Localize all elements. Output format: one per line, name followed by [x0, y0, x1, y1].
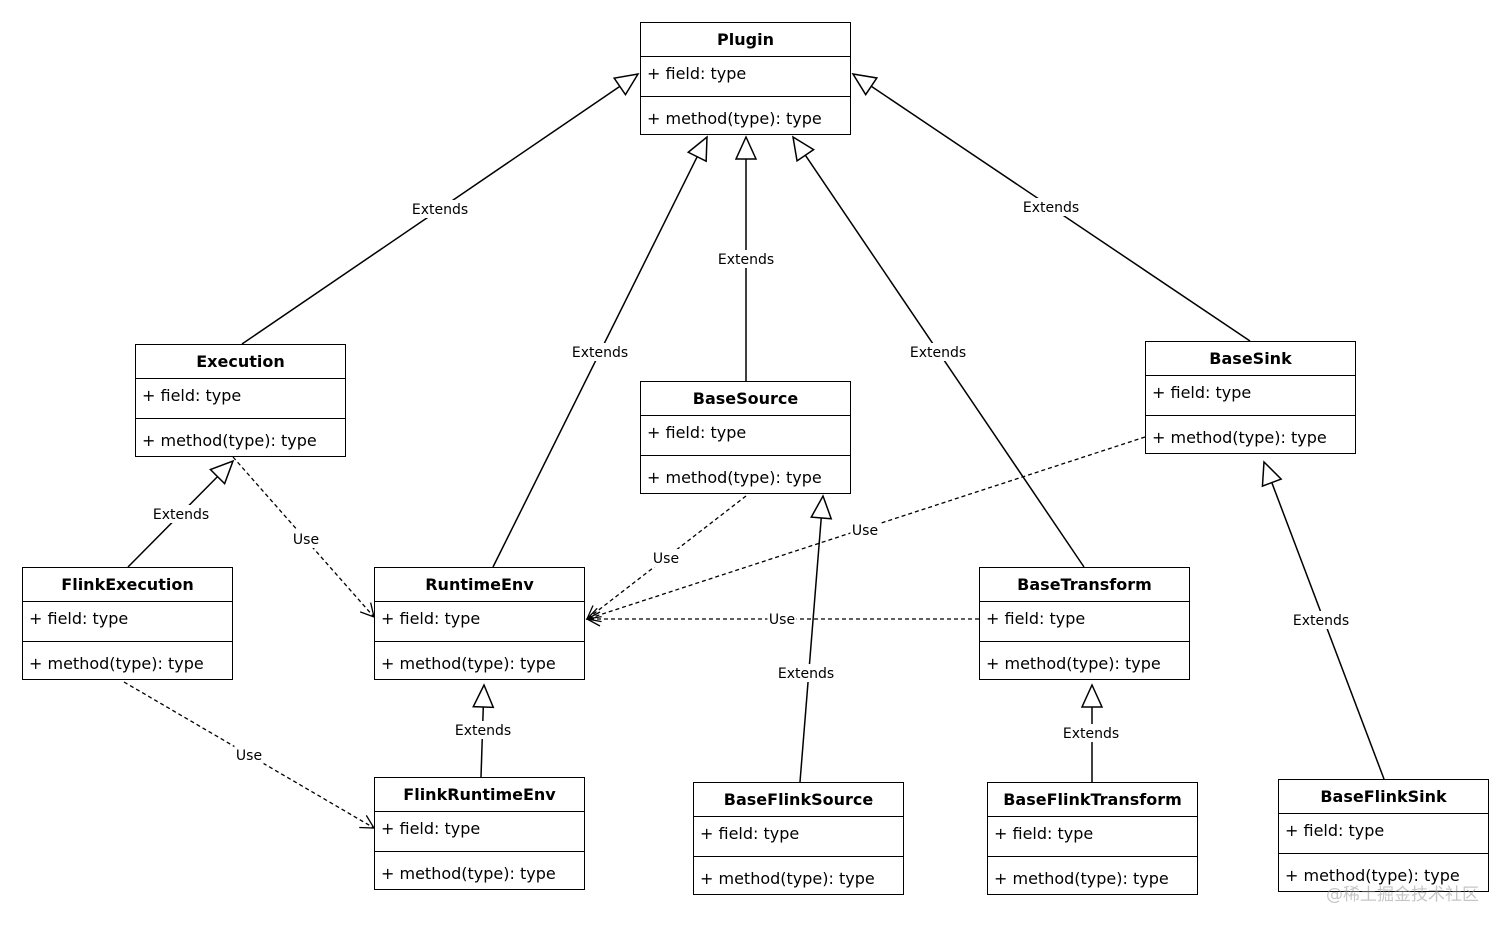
class-box-basesink[interactable]: BaseSink+ field: type + method(type): typ…	[1145, 341, 1356, 454]
class-method: + method(type): type	[647, 468, 822, 487]
use-label: Use	[769, 612, 795, 628]
extends-line	[480, 706, 485, 778]
class-box-runtimeenv[interactable]: RuntimeEnv+ field: type + method(type): t…	[374, 567, 585, 680]
relation-label-background	[291, 530, 321, 548]
use-line	[123, 681, 375, 829]
dependency-arrowhead	[585, 611, 601, 627]
class-method: + method(type): type	[142, 431, 317, 450]
class-method: + method(type): type	[1285, 866, 1460, 885]
relation-label-background	[714, 250, 778, 268]
class-name: BaseFlinkSink	[1279, 780, 1488, 814]
class-field: + field: type	[375, 602, 584, 642]
class-method: + method(type): type	[381, 654, 556, 673]
class-field: + field: type	[23, 602, 232, 642]
class-field: + field: type	[1279, 814, 1488, 854]
use-label: Use	[236, 748, 262, 764]
class-name: BaseFlinkSource	[694, 783, 903, 817]
extends-label: Extends	[455, 723, 511, 739]
relation-label-background	[651, 549, 681, 567]
extends-label: Extends	[153, 507, 209, 523]
class-field: + field: type	[980, 602, 1189, 642]
relation-label-background	[149, 505, 213, 523]
class-name: Plugin	[641, 23, 850, 57]
extends-line	[804, 154, 1085, 568]
class-field: + field: type	[694, 817, 903, 857]
class-box-execution[interactable]: Execution+ field: type + method(type): ty…	[135, 344, 346, 457]
use-label: Use	[653, 551, 679, 567]
extends-label: Extends	[1063, 726, 1119, 742]
use-label: Use	[293, 532, 319, 548]
class-box-baseflinksink[interactable]: BaseFlinkSink+ field: type + method(type)…	[1278, 779, 1489, 892]
class-method: + method(type): type	[994, 869, 1169, 888]
relation-label-background	[568, 343, 632, 361]
class-method: + method(type): type	[647, 109, 822, 128]
relation-label-background	[234, 746, 264, 764]
class-name: FlinkRuntimeEnv	[375, 778, 584, 812]
class-name: BaseSource	[641, 382, 850, 416]
relation-label-background	[451, 721, 515, 739]
extends-label: Extends	[910, 345, 966, 361]
inheritance-arrowhead	[810, 494, 833, 520]
class-box-flinkexecution[interactable]: FlinkExecution+ field: type + method(type…	[22, 567, 233, 680]
class-method: + method(type): type	[1152, 428, 1327, 447]
relation-label-background	[1289, 611, 1353, 629]
inheritance-arrowhead	[472, 683, 495, 709]
extends-label: Extends	[778, 666, 834, 682]
class-box-basesource[interactable]: BaseSource+ field: type + method(type): t…	[640, 381, 851, 494]
extends-label: Extends	[718, 252, 774, 268]
class-field: + field: type	[988, 817, 1197, 857]
class-box-plugin[interactable]: Plugin+ field: type + method(type): type	[640, 22, 851, 135]
watermark: @稀土掘金技术社区	[1326, 885, 1479, 905]
relation-label-background	[1059, 724, 1123, 742]
extends-line	[1271, 482, 1385, 780]
class-method: + method(type): type	[986, 654, 1161, 673]
class-method: + method(type): type	[700, 869, 875, 888]
inheritance-arrowhead	[1080, 683, 1104, 708]
inheritance-arrowhead	[1261, 460, 1283, 488]
class-name: Execution	[136, 345, 345, 379]
class-name: BaseFlinkTransform	[988, 783, 1197, 817]
class-field: + field: type	[136, 379, 345, 419]
class-box-flinkruntimeenv[interactable]: FlinkRuntimeEnv+ field: type + method(typ…	[374, 777, 585, 890]
inheritance-arrowhead	[734, 135, 758, 160]
extends-label: Extends	[1023, 200, 1079, 216]
relation-label-background	[767, 610, 797, 628]
relation-labels-layer: ExtendsExtendsExtendsExtendsExtendsExten…	[149, 198, 1353, 764]
class-box-basetransform[interactable]: BaseTransform+ field: type + method(type)…	[979, 567, 1190, 680]
relation-label-background	[774, 664, 838, 682]
inheritance-arrowhead	[791, 135, 815, 163]
relation-label-background	[906, 343, 970, 361]
inheritance-arrowhead	[851, 72, 879, 96]
class-name: RuntimeEnv	[375, 568, 584, 602]
relation-label-background	[850, 521, 880, 539]
inheritance-arrowhead	[686, 135, 708, 163]
class-name: BaseTransform	[980, 568, 1189, 602]
class-method: + method(type): type	[29, 654, 204, 673]
class-box-baseflinktransform[interactable]: BaseFlinkTransform+ field: type + method(…	[987, 782, 1198, 895]
class-name: BaseSink	[1146, 342, 1355, 376]
extends-label: Extends	[1293, 613, 1349, 629]
class-box-baseflinksource[interactable]: BaseFlinkSource+ field: type + method(typ…	[693, 782, 904, 895]
inheritance-arrowhead	[612, 72, 640, 97]
extends-line	[799, 517, 822, 783]
class-field: + field: type	[1146, 376, 1355, 416]
use-label: Use	[852, 523, 878, 539]
class-name: FlinkExecution	[23, 568, 232, 602]
extends-label: Extends	[412, 202, 468, 218]
class-method: + method(type): type	[381, 864, 556, 883]
class-field: + field: type	[641, 57, 850, 97]
relation-label-background	[1019, 198, 1083, 216]
relation-label-background	[408, 200, 472, 218]
extends-line	[492, 156, 698, 568]
inheritance-arrowhead	[209, 459, 235, 486]
extends-label: Extends	[572, 345, 628, 361]
class-field: + field: type	[641, 416, 850, 456]
class-field: + field: type	[375, 812, 584, 852]
